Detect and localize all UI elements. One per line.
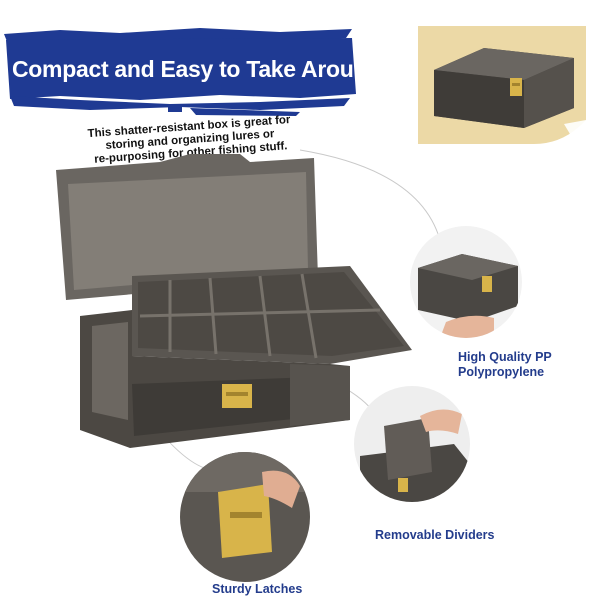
open-box-illustration — [40, 140, 420, 460]
divider-panel-icon — [384, 418, 432, 480]
material-caption-line: Polypropylene — [458, 365, 545, 379]
dividers-callout-image — [354, 386, 470, 502]
latch-callout-image — [180, 452, 310, 582]
headline-banner: Compact and Easy to Take Around — [0, 16, 381, 120]
headline-text: Compact and Easy to Take Around — [12, 56, 381, 82]
material-caption: High Quality PP Polypropylene — [458, 350, 552, 380]
finger-icon — [262, 470, 300, 508]
base-compartment-icon — [80, 310, 350, 448]
closed-box-inset — [414, 20, 590, 148]
latch-caption: Sturdy Latches — [212, 582, 303, 596]
material-callout-image — [410, 226, 522, 338]
closed-box-icon — [434, 48, 574, 128]
lid-icon — [56, 154, 318, 300]
latch-icon — [222, 384, 252, 408]
hand-icon — [420, 409, 462, 434]
hand-icon — [440, 315, 494, 338]
brush-stroke-icon — [4, 28, 356, 116]
material-caption-line: High Quality PP — [458, 350, 552, 364]
dividers-caption: Removable Dividers — [375, 528, 495, 542]
latch-closeup-icon — [218, 484, 272, 558]
tray-with-dividers-icon — [132, 266, 412, 364]
